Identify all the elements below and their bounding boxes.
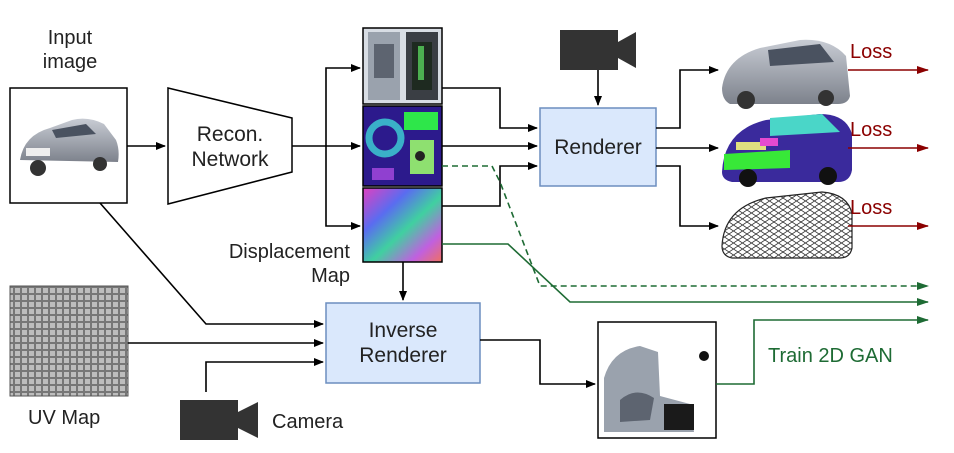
- loss-label-2: Loss: [850, 119, 893, 141]
- recon-network-shape: [167, 87, 293, 205]
- arrows-black: [99, 64, 719, 392]
- gan-arrows: [442, 165, 929, 385]
- inverse-renderer-label: Inverse Renderer: [359, 319, 447, 367]
- loss-label-1: Loss: [850, 41, 893, 63]
- uv-grid-icon: [9, 285, 129, 397]
- displacement-map-label: Displacement Map: [228, 241, 350, 287]
- partial-texture-icon: [597, 321, 717, 439]
- camera-icon: [180, 400, 258, 440]
- uv-map-label: UV Map: [28, 407, 101, 429]
- texture-map-icon: [362, 27, 443, 105]
- displacement-map-icon: [362, 187, 443, 263]
- recon-network-label: Recon. Network: [191, 123, 269, 171]
- train-gan-label: Train 2D GAN: [768, 345, 893, 367]
- inverse-renderer-box: [325, 302, 481, 384]
- car-photo: [20, 118, 119, 176]
- segmented-car-icon: [722, 114, 852, 187]
- input-image: [9, 87, 128, 204]
- loss-arrows: [848, 66, 929, 230]
- renderer-box: [539, 107, 657, 187]
- rendered-car-icon: [722, 39, 850, 109]
- renderer-label: Renderer: [554, 136, 642, 159]
- loss-label-3: Loss: [850, 197, 893, 219]
- camera-label: Camera: [272, 411, 344, 433]
- segmentation-map-icon: [362, 105, 443, 187]
- camera-icon: [560, 30, 636, 70]
- wireframe-car-icon: [721, 191, 853, 259]
- input-image-label: Input image: [42, 27, 98, 73]
